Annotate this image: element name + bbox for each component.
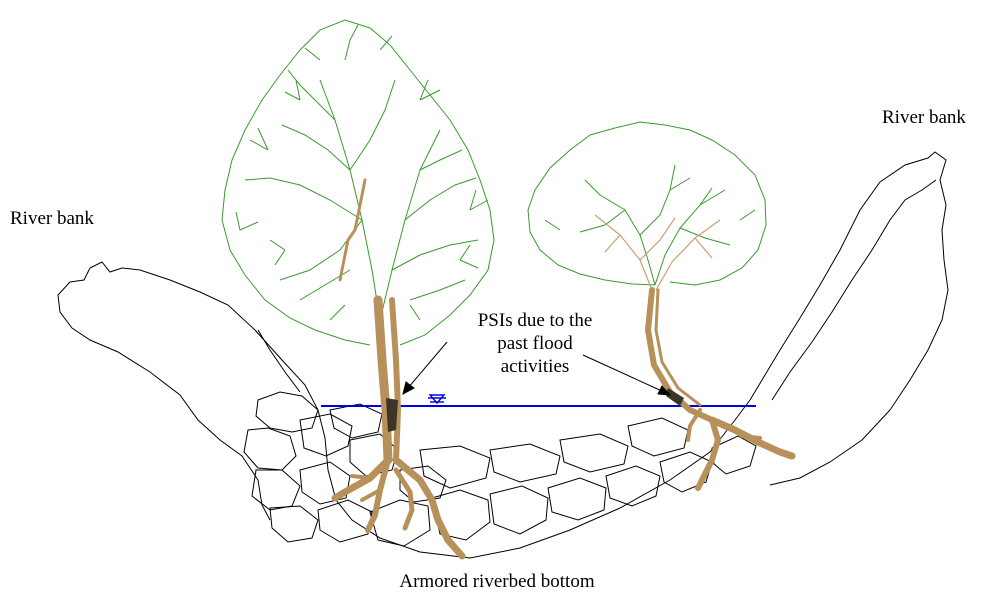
psi-line-2: past flood xyxy=(430,333,640,356)
riverbed-label: Armored riverbed bottom xyxy=(0,571,994,594)
psi-line-1: PSIs due to the xyxy=(430,310,640,333)
left-bank-outer xyxy=(58,268,270,520)
right-bank-label: River bank xyxy=(882,107,966,130)
left-bank-shelf xyxy=(258,330,300,392)
psi-annotation: PSIs due to the past flood activities xyxy=(430,310,640,378)
water-level-icon xyxy=(428,395,446,403)
right-tree-canopy xyxy=(528,122,766,285)
right-bank-inner xyxy=(772,180,936,400)
left-tree-canopy xyxy=(222,20,494,345)
psi-line-3: activities xyxy=(430,356,640,379)
riverbed-cobbles xyxy=(244,392,756,546)
left-bank-label: River bank xyxy=(10,208,94,231)
left-tree-psi-patch xyxy=(386,398,398,432)
